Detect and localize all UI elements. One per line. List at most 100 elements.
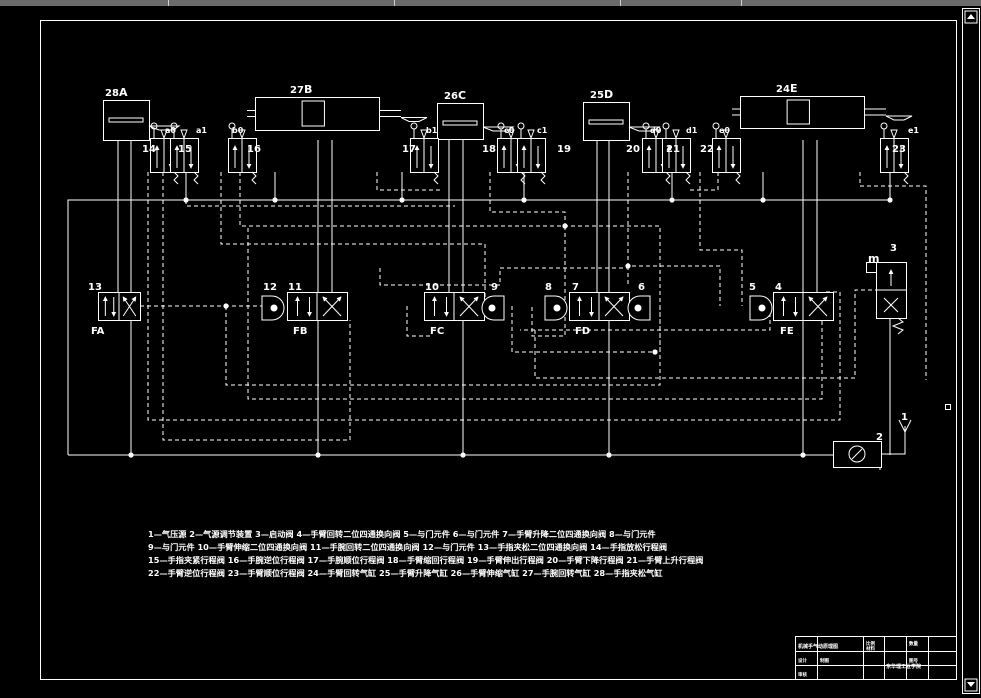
and-gate xyxy=(481,295,505,321)
stroke-valve-number: 18 xyxy=(482,144,496,155)
sensor-tag: b1 xyxy=(426,126,438,135)
spring-icon xyxy=(231,129,257,185)
legend-line: 22—手臂逆位行程阀 23—手臂顺位行程阀 24—手臂回转气缸 25—手臂升降气… xyxy=(148,568,663,578)
start-valve xyxy=(866,262,907,335)
title-cell: 比例 xyxy=(866,640,875,647)
junction-dot xyxy=(460,452,466,458)
gate-number: 6 xyxy=(638,282,645,293)
plunger-icon xyxy=(420,129,428,140)
roller-icon xyxy=(642,122,650,130)
force-label: FA xyxy=(91,326,105,337)
junction-dot xyxy=(521,197,527,203)
valve-number: 11 xyxy=(288,282,302,293)
plunger-icon xyxy=(527,129,535,140)
stroke-valve-number: 20 xyxy=(626,144,640,155)
cylinder-rod xyxy=(442,120,478,126)
signal-line xyxy=(489,172,566,226)
directional-valve xyxy=(424,292,485,321)
cylinder-body xyxy=(740,96,865,129)
and-gate xyxy=(544,295,568,321)
gauge-needle xyxy=(851,448,863,460)
manual-label: m xyxy=(868,252,879,265)
signal-line xyxy=(531,226,566,337)
cylinder-body xyxy=(583,102,630,141)
scroll-down-icon[interactable] xyxy=(967,682,975,687)
stroke-valve xyxy=(880,122,909,185)
tab-segment[interactable] xyxy=(0,0,169,6)
spring-icon xyxy=(500,129,526,185)
title-cell: 审核 xyxy=(798,671,807,678)
plunger-icon xyxy=(507,129,515,140)
signal-line xyxy=(699,172,743,306)
cylinder xyxy=(732,96,913,129)
cylinder-letter: C xyxy=(458,89,466,102)
flow-arrow xyxy=(883,297,899,313)
title-block xyxy=(795,636,957,680)
start-valve-number: 3 xyxy=(890,243,897,254)
cylinder-number: 25 xyxy=(590,90,604,101)
cylinder-piston xyxy=(301,100,325,127)
directional-valve xyxy=(773,292,834,321)
plunger-icon xyxy=(180,129,188,140)
gate-ball xyxy=(634,304,642,312)
valve-number: 4 xyxy=(775,282,782,293)
school-name: 东华理工业学院 xyxy=(886,663,921,670)
gate-ball xyxy=(758,304,766,312)
tab-segment[interactable] xyxy=(395,0,621,6)
scroll-up-icon[interactable] xyxy=(967,14,975,19)
toolbar-strip xyxy=(0,0,981,6)
cylinder-letter: E xyxy=(790,82,798,95)
junction-dot xyxy=(887,197,893,203)
spring-icon xyxy=(715,129,741,185)
stroke-valve-number: 15 xyxy=(178,144,192,155)
gate-ball xyxy=(488,304,496,312)
tab-segment[interactable] xyxy=(621,0,742,6)
flow-arrow xyxy=(808,296,828,317)
gauge-icon xyxy=(848,445,866,463)
junction-dot xyxy=(652,349,658,355)
gate-number: 12 xyxy=(263,282,277,293)
junction-dot xyxy=(399,197,405,203)
source-line xyxy=(881,426,906,455)
junction-dot xyxy=(315,452,321,458)
spring-icon xyxy=(413,129,439,185)
spring-icon xyxy=(891,317,904,335)
force-label: FE xyxy=(780,326,794,337)
signal-line xyxy=(379,267,628,286)
stroke-valve-number: 17 xyxy=(402,144,416,155)
tab-segment[interactable] xyxy=(169,0,395,6)
vertical-scrollbar[interactable] xyxy=(962,8,980,694)
gate-number: 9 xyxy=(491,282,498,293)
title-cell: 图号 xyxy=(909,657,918,664)
legend-line: 1—气压源 2—气源调节装置 3—启动阀 4—手臂回转二位四通换向阀 5—与门元… xyxy=(148,529,656,539)
sensor-tag: a0 xyxy=(165,126,176,135)
roller-icon xyxy=(880,122,888,130)
title-cell: 制图 xyxy=(820,657,829,664)
directional-valve xyxy=(569,292,630,321)
valve-number: 10 xyxy=(425,282,439,293)
drawing-border xyxy=(40,20,957,680)
valve-number: 7 xyxy=(572,282,579,293)
junction-dot xyxy=(562,223,568,229)
stroke-valve xyxy=(410,122,439,185)
sensor-tag: e1 xyxy=(908,126,919,135)
force-label: FC xyxy=(430,326,444,337)
title-cell: 数量 xyxy=(909,640,918,647)
junction-dot xyxy=(606,452,612,458)
grip-square xyxy=(945,404,951,410)
stroke-valve xyxy=(662,122,691,185)
filter-number: 2 xyxy=(876,432,883,443)
flow-arrow xyxy=(604,296,624,317)
junction-dot xyxy=(669,197,675,203)
valve-number: 13 xyxy=(88,282,102,293)
cylinder-letter: D xyxy=(604,88,613,101)
flow-arrow xyxy=(322,296,342,317)
source-triangle-icon xyxy=(898,419,912,434)
sensor-tag: e0 xyxy=(719,126,730,135)
signal-line xyxy=(534,289,876,379)
and-gate xyxy=(749,295,773,321)
cylinder-rod xyxy=(732,108,886,116)
junction-dot xyxy=(800,452,806,458)
signal-line xyxy=(690,172,719,191)
